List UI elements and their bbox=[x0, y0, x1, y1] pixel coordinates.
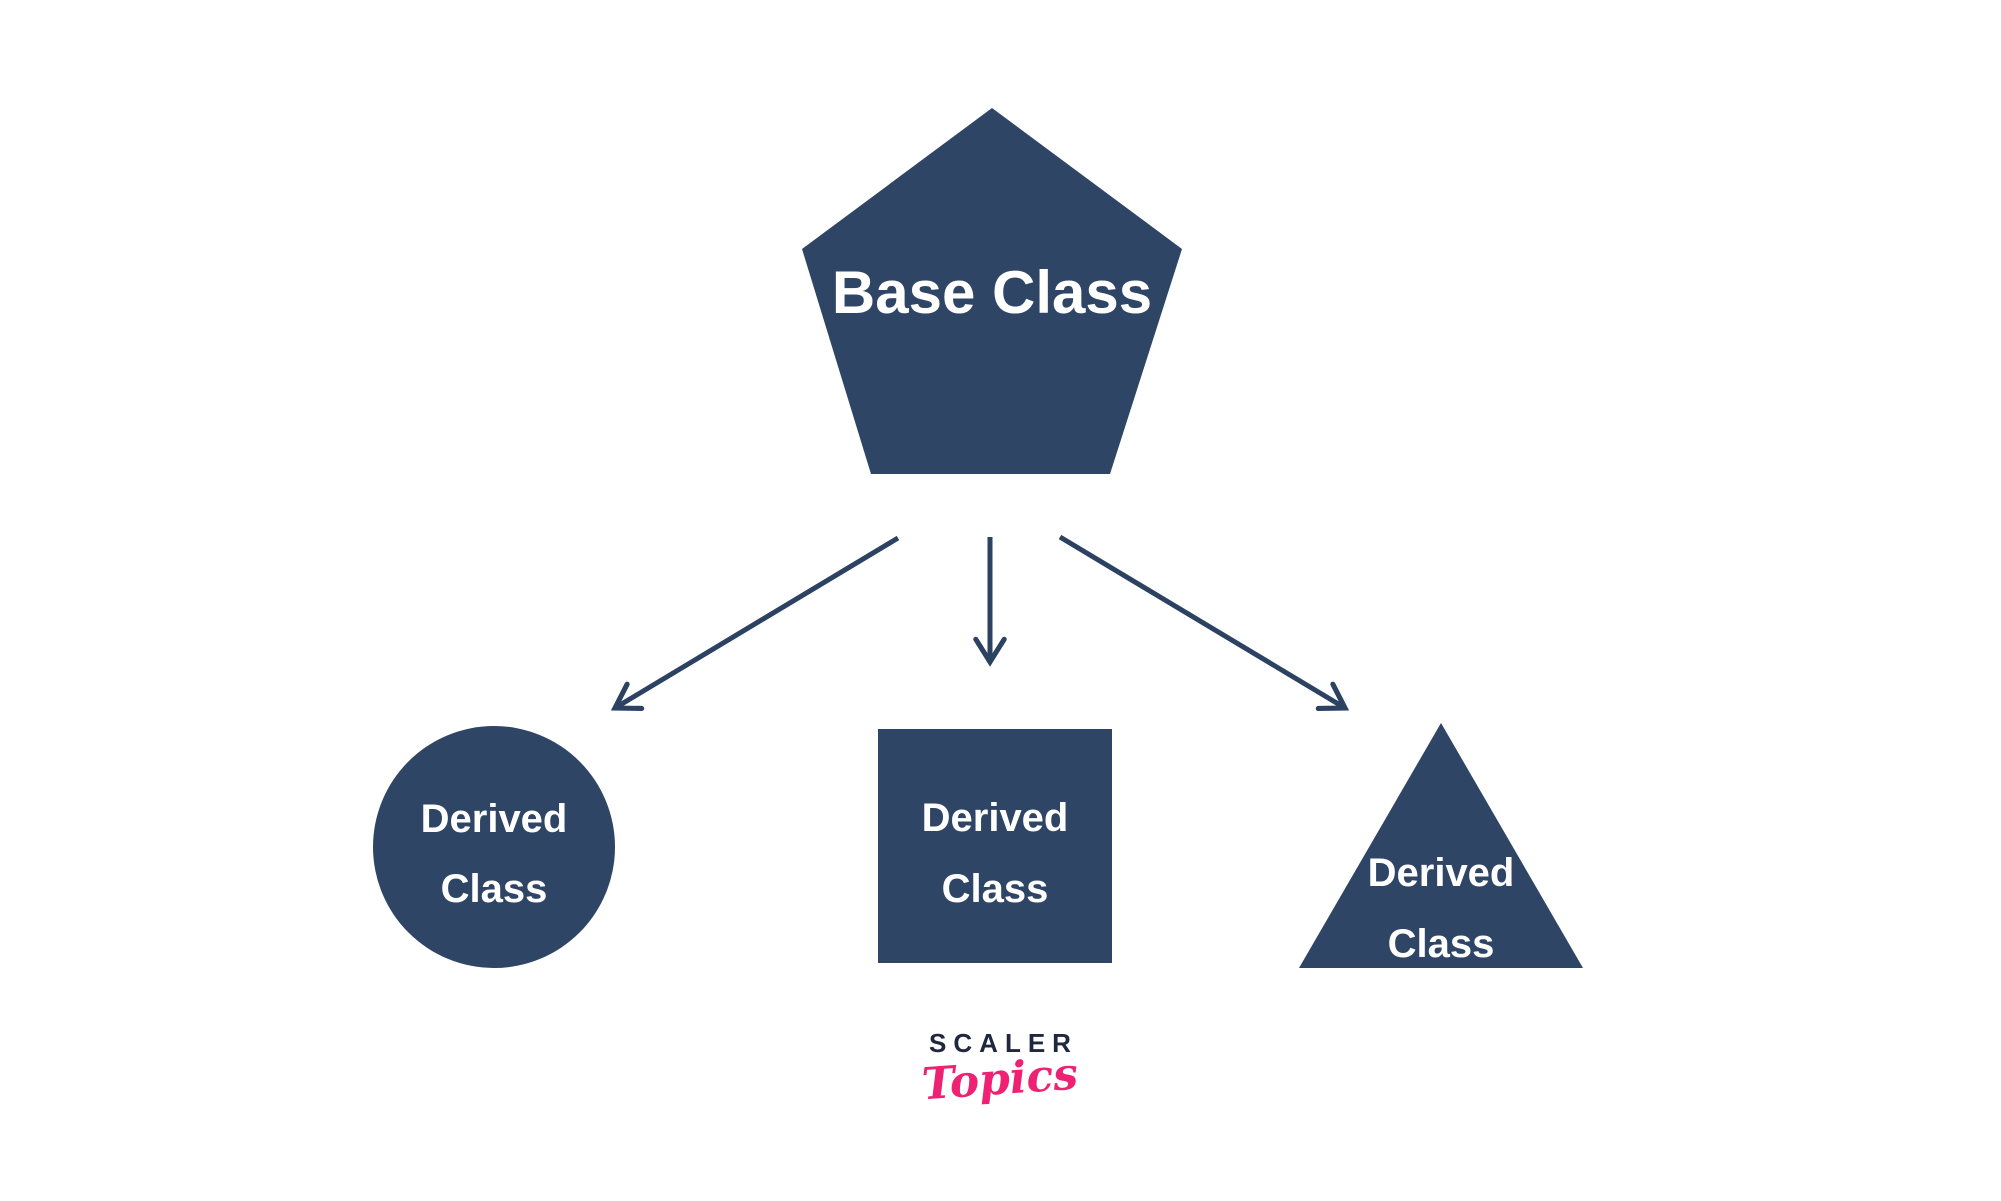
derived-class-circle-shape bbox=[373, 726, 615, 968]
inheritance-arrow-right bbox=[1058, 534, 1350, 712]
derived-class-triangle-label-line2: Class bbox=[1388, 922, 1495, 966]
derived-class-circle-label-line1: Derived bbox=[421, 797, 568, 841]
base-class-label: Base Class bbox=[832, 259, 1152, 326]
derived-class-square-label-line2: Class bbox=[942, 867, 1049, 911]
logo-product-text: Topics bbox=[920, 1048, 1080, 1111]
base-class-pentagon-shape bbox=[802, 108, 1182, 474]
derived-class-triangle-label-line1: Derived bbox=[1368, 851, 1515, 895]
scaler-topics-logo: SCALER Topics bbox=[900, 1028, 1100, 1110]
derived-class-square-shape bbox=[878, 729, 1112, 963]
inheritance-arrow-left bbox=[610, 535, 900, 712]
derived-class-circle-label-line2: Class bbox=[441, 867, 548, 911]
derived-class-square-label-line1: Derived bbox=[922, 796, 1069, 840]
logo-brand-text: SCALER bbox=[929, 1028, 1078, 1058]
derived-class-triangle-shape bbox=[1299, 723, 1583, 968]
